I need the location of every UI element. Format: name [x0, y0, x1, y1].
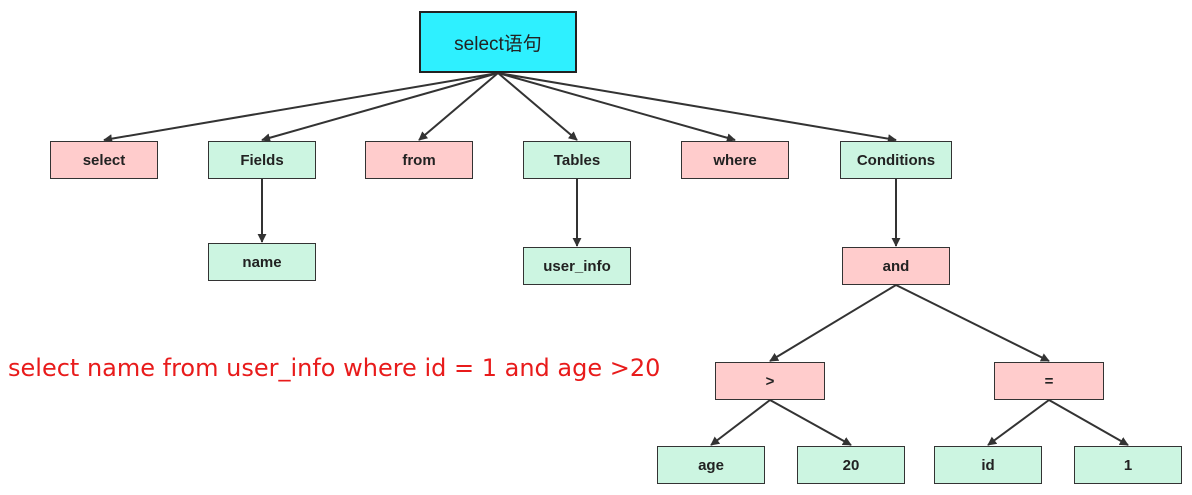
node-equals-operator: = — [994, 362, 1104, 400]
node-greater-than-operator: > — [715, 362, 825, 400]
edge-gt-to-age — [710, 399, 771, 446]
root-node-select-statement: select语句 — [419, 11, 577, 73]
edge-eq-to-id — [987, 399, 1050, 446]
edge-eq-to-num1 — [1048, 399, 1129, 446]
edge-root-to-conditions — [497, 72, 897, 144]
node-conditions: Conditions — [840, 141, 952, 179]
edge-root-to-where — [497, 72, 736, 143]
edge-root-to-tables — [497, 72, 578, 141]
node-table-user-info: user_info — [523, 247, 631, 285]
node-tables: Tables — [523, 141, 631, 179]
node-and-operator: and — [842, 247, 950, 285]
edge-root-to-select — [103, 72, 499, 144]
edge-and-to-gt — [769, 284, 897, 362]
edge-and-to-eq — [895, 284, 1050, 362]
node-fields: Fields — [208, 141, 316, 179]
node-operand-1: 1 — [1074, 446, 1182, 484]
edge-gt-to-num20 — [769, 399, 852, 446]
edge-root-to-from — [418, 72, 499, 141]
edge-root-to-fields — [261, 72, 499, 143]
node-operand-20: 20 — [797, 446, 905, 484]
node-from-keyword: from — [365, 141, 473, 179]
node-field-name: name — [208, 243, 316, 281]
node-where-keyword: where — [681, 141, 789, 179]
node-operand-id: id — [934, 446, 1042, 484]
node-select-keyword: select — [50, 141, 158, 179]
sql-statement-caption: select name from user_info where id = 1 … — [8, 354, 661, 382]
node-operand-age: age — [657, 446, 765, 484]
